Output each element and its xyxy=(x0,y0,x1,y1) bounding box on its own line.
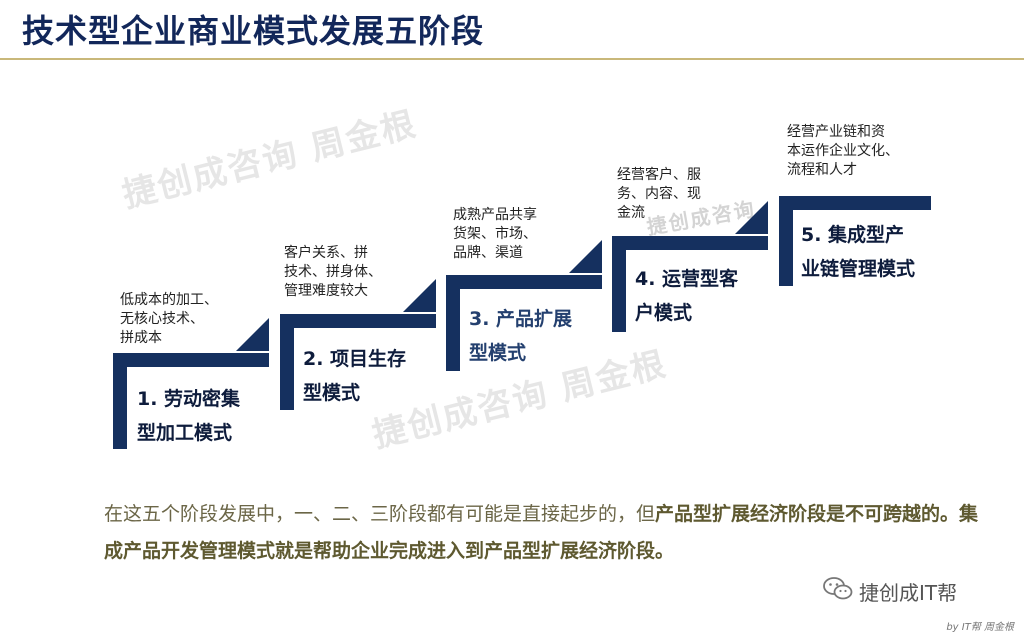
stage-5-title-line-1: 5. 集成型产 xyxy=(801,224,905,246)
step-3-arrow xyxy=(569,240,602,273)
stage-3-title-line-2: 型模式 xyxy=(469,342,527,364)
summary-text: 在这五个阶段发展中，一、二、三阶段都有可能是直接起步的，但产品型扩展经济阶段是不… xyxy=(104,496,984,570)
step-1-top-bar xyxy=(113,353,269,367)
step-4-top-bar xyxy=(612,236,768,250)
byline: by IT帮 周金根 xyxy=(946,622,1014,633)
stage-3-title-line-1: 3. 产品扩展 xyxy=(469,308,573,330)
summary-emphasis-1: 产品型扩展经济阶段 xyxy=(655,503,827,525)
stage-1-description: 低成本的加工、 无核心技术、 拼成本 xyxy=(120,292,218,346)
step-5-left-bar xyxy=(779,196,793,286)
brand-label: 捷创成IT帮 xyxy=(859,581,958,605)
step-2-top-bar xyxy=(280,314,436,328)
brand-footer: 捷创成IT帮 xyxy=(823,576,957,607)
stage-5-title: 5. 集成型产 业链管理模式 xyxy=(801,218,915,286)
step-1-left-bar xyxy=(113,353,127,449)
stage-4-title: 4. 运营型客 户模式 xyxy=(635,262,738,330)
stage-4-description: 经营客户、服 务、内容、现 金流 xyxy=(617,167,701,221)
step-2-arrow xyxy=(403,279,436,312)
step-4-left-bar xyxy=(612,236,626,332)
stage-3-description: 成熟产品共享 货架、市场、 品牌、渠道 xyxy=(453,207,537,261)
summary-part-1: 在这五个阶段发展中，一、二、三阶段都有可能是直接起步的，但 xyxy=(104,503,656,525)
summary-emphasis-2: 是不可跨越的。集成产品开发管理模式就是帮助企业完成进入到产品型扩展经济阶段。 xyxy=(104,503,979,562)
stage-1-title: 1. 劳动密集 型加工模式 xyxy=(137,382,240,450)
step-4-arrow xyxy=(735,201,768,234)
page-title: 技术型企业商业模式发展五阶段 xyxy=(22,12,485,50)
stage-5-description: 经营产业链和资 本运作企业文化、 流程和人才 xyxy=(787,124,899,178)
stage-1-title-line-1: 1. 劳动密集 xyxy=(137,388,241,410)
stage-2-title-line-1: 2. 项目生存 xyxy=(303,348,407,370)
step-2-left-bar xyxy=(280,314,294,410)
stage-2-description: 客户关系、拼 技术、拼身体、 管理难度较大 xyxy=(284,245,382,299)
stage-4-title-line-2: 户模式 xyxy=(635,302,693,324)
title-divider xyxy=(0,58,1024,60)
stage-2-title-line-2: 型模式 xyxy=(303,382,361,404)
stage-5-title-line-2: 业链管理模式 xyxy=(801,258,916,280)
step-3-left-bar xyxy=(446,275,460,371)
step-5-top-bar xyxy=(779,196,931,210)
stage-1-title-line-2: 型加工模式 xyxy=(137,422,233,444)
step-1-arrow xyxy=(236,318,269,351)
stage-4-title-line-1: 4. 运营型客 xyxy=(635,268,739,290)
step-3-top-bar xyxy=(446,275,602,289)
stage-3-title: 3. 产品扩展 型模式 xyxy=(469,302,572,370)
stage-2-title: 2. 项目生存 型模式 xyxy=(303,342,406,410)
wechat-icon xyxy=(823,576,853,607)
